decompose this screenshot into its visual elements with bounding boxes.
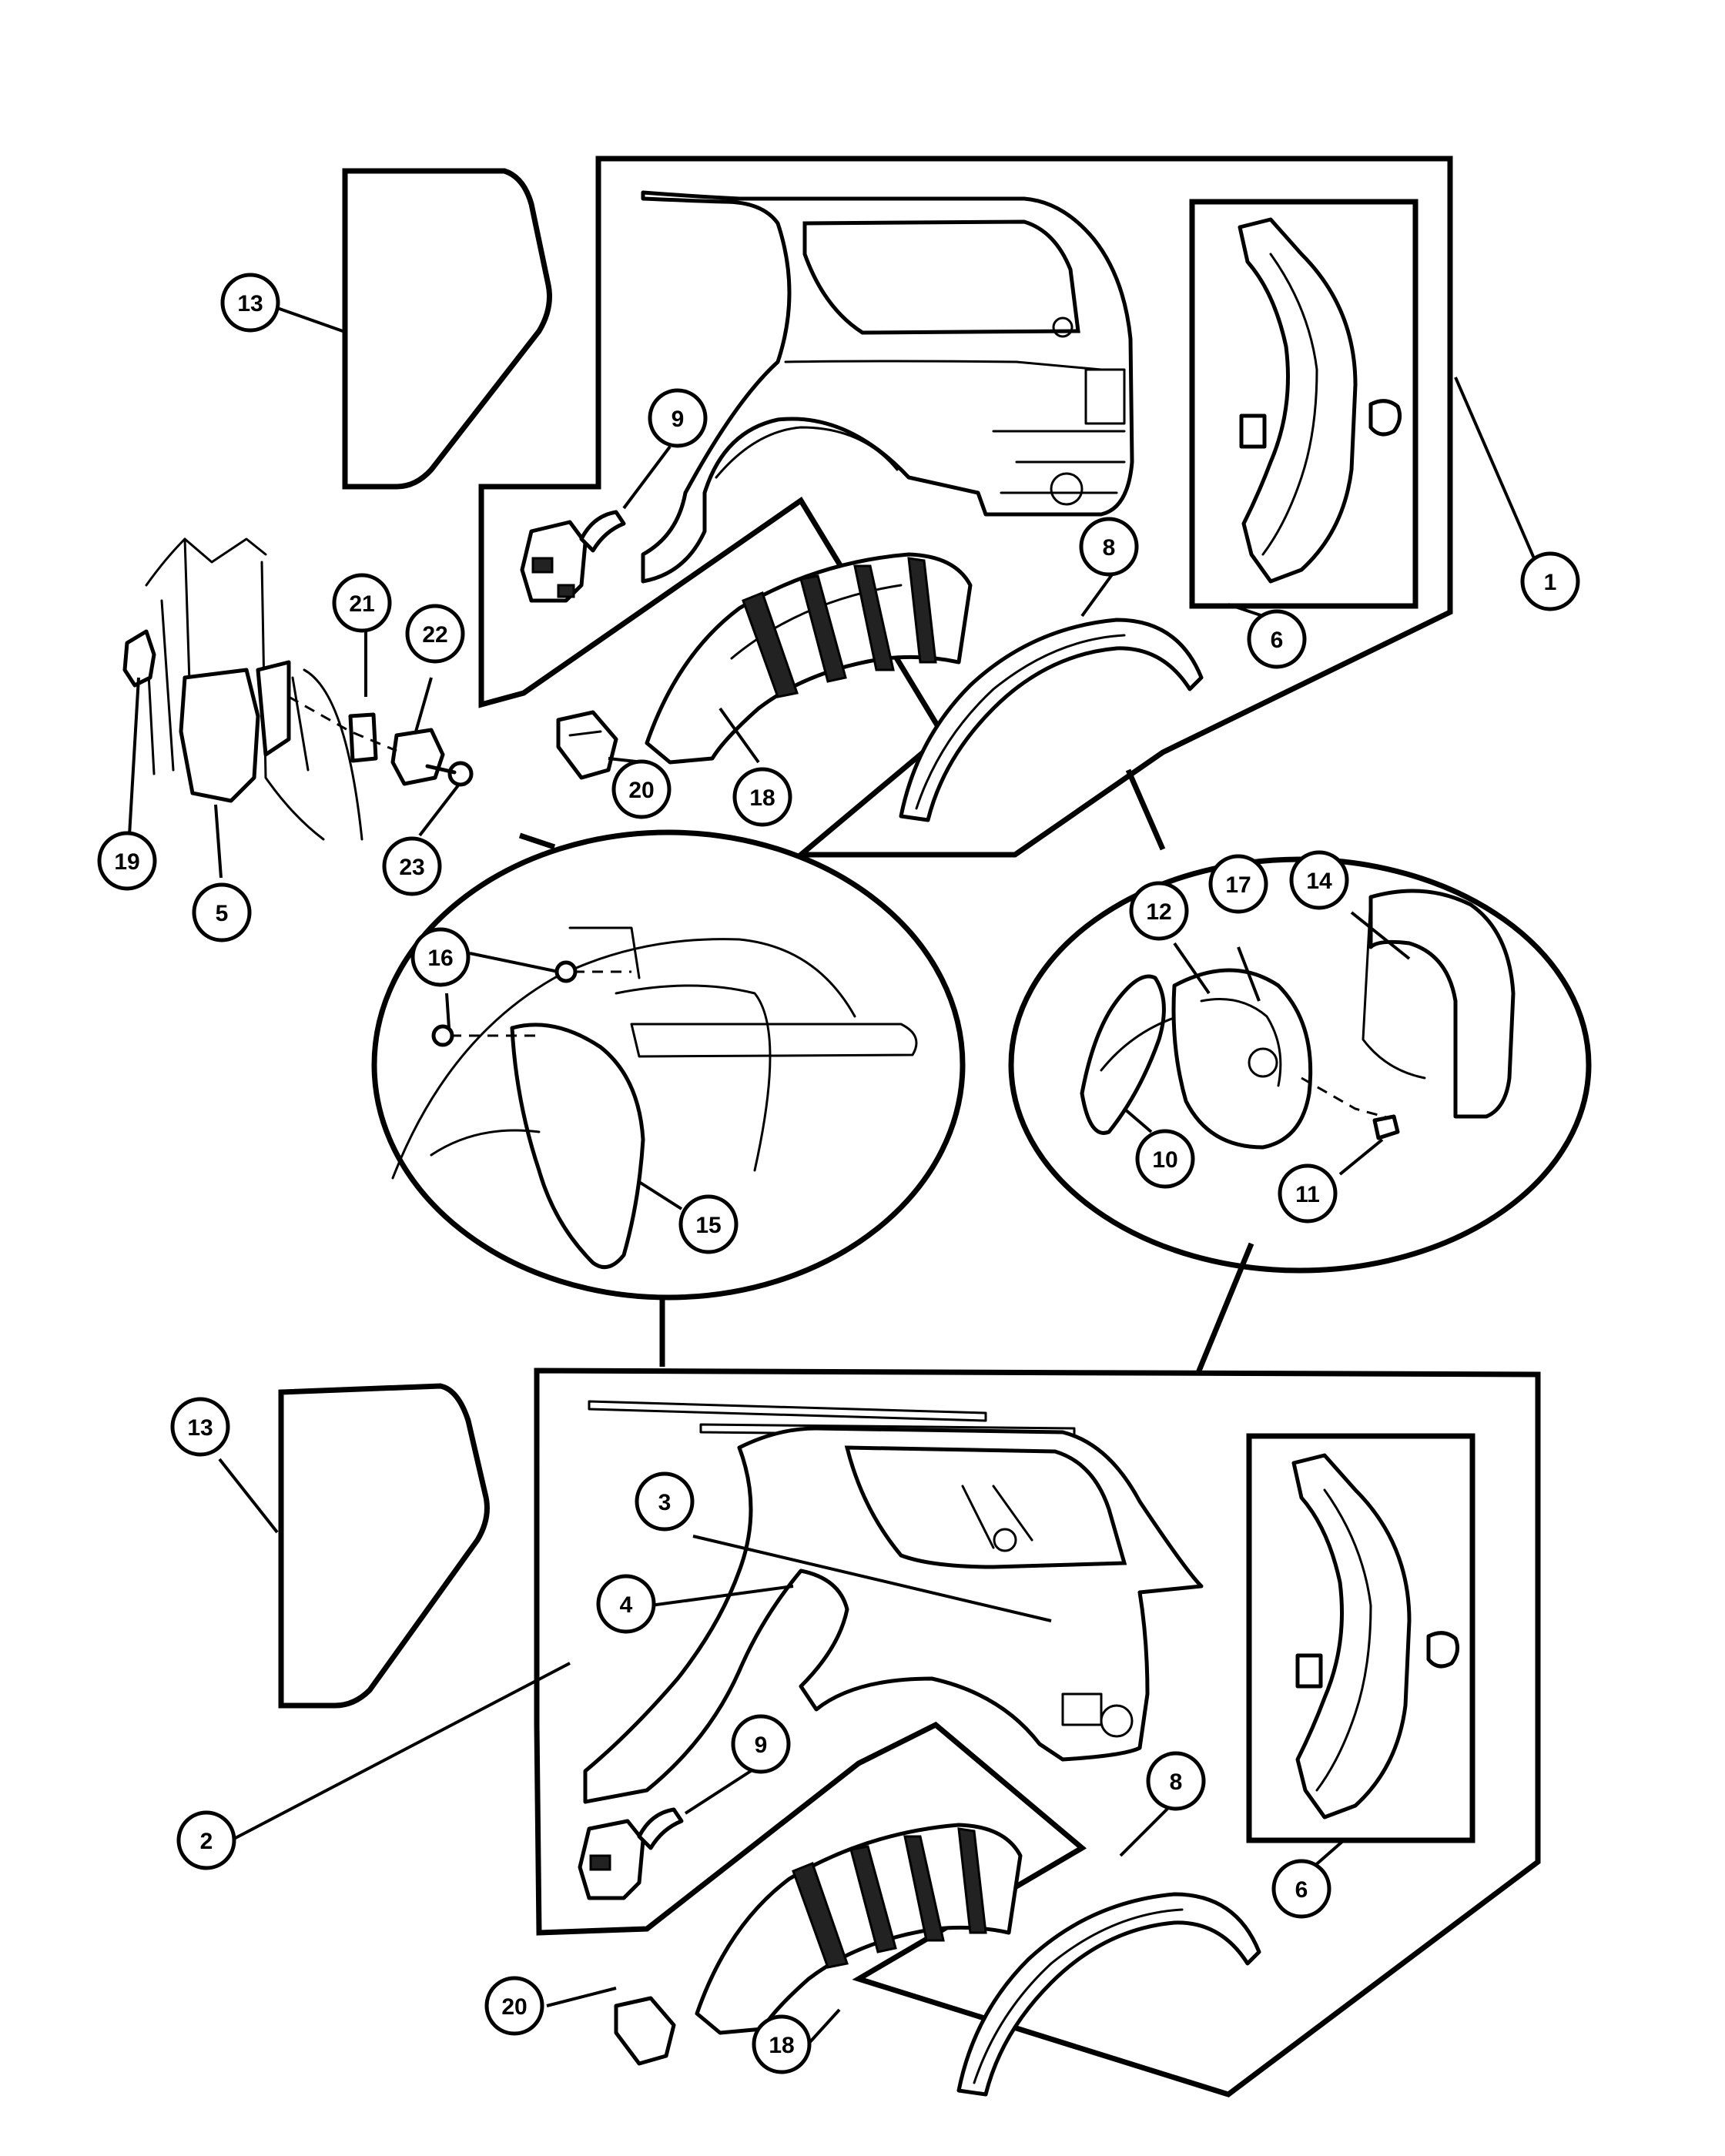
panel-group-2-outline bbox=[534, 1368, 1541, 2097]
callout-6-top: 6 bbox=[1247, 609, 1307, 669]
hardware-21-22-23 bbox=[288, 695, 474, 787]
callout-11: 11 bbox=[1278, 1163, 1338, 1224]
callout-label: 17 bbox=[1225, 872, 1251, 898]
wheel-flare-8-upper bbox=[899, 618, 1204, 822]
callout-label: 9 bbox=[672, 407, 685, 432]
clip-20-lower bbox=[614, 1996, 676, 2066]
callout-9-top: 9 bbox=[648, 388, 708, 448]
callout-13-bot: 13 bbox=[170, 1397, 230, 1457]
callout-label: 20 bbox=[501, 1994, 527, 2020]
wheelhouse-liner-18-upper bbox=[645, 552, 973, 765]
callout-17: 17 bbox=[1208, 854, 1268, 914]
callout-label: 22 bbox=[422, 622, 447, 648]
callout-label: 6 bbox=[1271, 628, 1284, 653]
callout-10: 10 bbox=[1135, 1129, 1195, 1189]
callout-2: 2 bbox=[176, 1810, 236, 1870]
callout-23: 23 bbox=[382, 836, 442, 896]
window-seal-lower bbox=[278, 1383, 490, 1709]
callout-label: 9 bbox=[755, 1732, 768, 1758]
callout-21: 21 bbox=[332, 573, 392, 633]
callout-label: 20 bbox=[628, 778, 654, 803]
callout-6-bot: 6 bbox=[1271, 1859, 1331, 1919]
callout-5: 5 bbox=[192, 882, 252, 942]
inner-panel-6-upper bbox=[1189, 199, 1419, 609]
callout-label: 15 bbox=[695, 1213, 721, 1238]
window-seal-upper bbox=[342, 168, 552, 490]
callout-label: 1 bbox=[1544, 570, 1557, 595]
callout-20-bot: 20 bbox=[484, 1976, 544, 2036]
callout-14: 14 bbox=[1289, 850, 1349, 910]
bracket-9-lower bbox=[578, 1807, 684, 1900]
callout-label: 19 bbox=[114, 849, 139, 875]
callout-18-bot: 18 bbox=[752, 2014, 812, 2074]
callout-19: 19 bbox=[97, 831, 157, 891]
callout-label: 14 bbox=[1306, 869, 1332, 894]
callout-label: 13 bbox=[237, 291, 263, 316]
callout-4: 4 bbox=[596, 1574, 656, 1634]
callout-label: 16 bbox=[427, 946, 453, 971]
callout-label: 13 bbox=[187, 1415, 213, 1441]
quarter-panel-upper bbox=[641, 190, 1134, 584]
callout-label: 6 bbox=[1295, 1877, 1308, 1903]
callout-16: 16 bbox=[410, 927, 471, 987]
callout-22: 22 bbox=[405, 604, 465, 664]
callout-label: 5 bbox=[216, 901, 229, 926]
connector-lines bbox=[518, 768, 1254, 1376]
callout-label: 23 bbox=[399, 855, 424, 880]
bracket-9-upper bbox=[520, 510, 626, 603]
callout-3: 3 bbox=[635, 1471, 695, 1532]
callout-13-top: 13 bbox=[220, 273, 280, 333]
callout-1: 1 bbox=[1520, 551, 1580, 611]
callout-18-top: 18 bbox=[732, 767, 792, 827]
callout-9-bot: 9 bbox=[731, 1714, 791, 1774]
callout-8-bot: 8 bbox=[1146, 1751, 1206, 1811]
callout-label: 11 bbox=[1295, 1182, 1320, 1207]
callout-label: 3 bbox=[658, 1490, 672, 1515]
detail-view-15-16 bbox=[371, 829, 966, 1301]
callout-15: 15 bbox=[678, 1194, 739, 1254]
callout-label: 8 bbox=[1170, 1769, 1183, 1795]
callout-label: 18 bbox=[769, 2033, 794, 2058]
callout-label: 21 bbox=[349, 591, 374, 617]
callout-label: 12 bbox=[1146, 899, 1171, 925]
callout-label: 10 bbox=[1152, 1147, 1177, 1173]
callout-label: 18 bbox=[749, 785, 775, 811]
leader-lines bbox=[128, 306, 1546, 2054]
wheelhouse-liner-18-lower bbox=[695, 1823, 1023, 2035]
callout-label: 4 bbox=[620, 1592, 633, 1618]
pillar-assembly bbox=[122, 537, 363, 841]
callout-label: 2 bbox=[200, 1829, 213, 1854]
callout-12: 12 bbox=[1129, 881, 1189, 941]
callout-label: 8 bbox=[1103, 535, 1116, 561]
clip-20-upper bbox=[556, 710, 618, 780]
callout-20-top: 20 bbox=[611, 759, 672, 819]
inner-panel-6-lower bbox=[1246, 1433, 1475, 1843]
quarter-panel-lower bbox=[583, 1400, 1204, 1804]
callout-8-top: 8 bbox=[1079, 517, 1139, 577]
wheel-flare-8-lower bbox=[956, 1892, 1261, 2097]
